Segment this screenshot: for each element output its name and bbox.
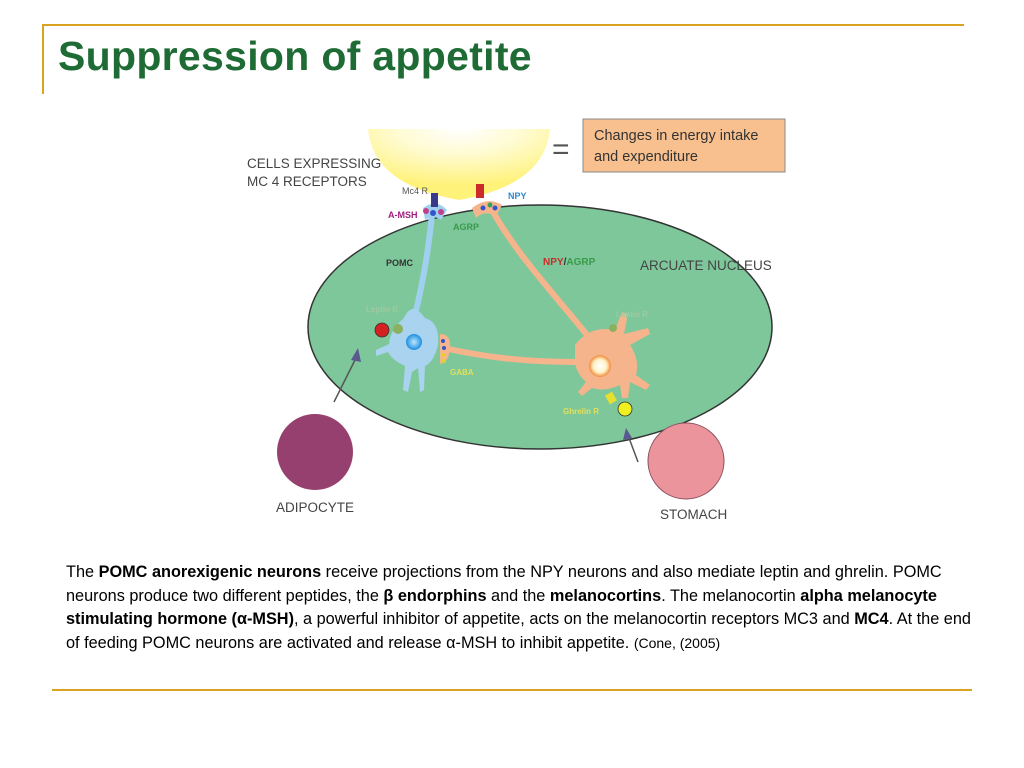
energy-box-text: Changes in energy intake and expenditure <box>594 128 762 165</box>
gaba-dot <box>441 339 445 343</box>
energy-box <box>582 118 786 173</box>
leptin-receptor-left <box>393 324 403 334</box>
npy-top-label: NPY <box>508 191 527 201</box>
stomach-arrow <box>628 437 639 463</box>
top-rule <box>42 24 964 26</box>
npy-nucleus <box>589 355 611 377</box>
ghrelin-signal <box>617 401 633 417</box>
agrp-top-label: AGRP <box>453 222 479 232</box>
npy-dot <box>480 205 486 211</box>
cells-expressing-label: CELLS EXPRESSING MC 4 RECEPTORS <box>247 156 385 189</box>
mc4-receptor <box>431 193 438 207</box>
arcuate-nucleus-label: ARCUATE NUCLEUS <box>640 258 772 273</box>
stomach-cell <box>647 422 725 500</box>
appetite-diagram: = Changes in energy intake and expenditu… <box>247 118 786 522</box>
npy-dot <box>492 205 498 211</box>
mc4r-label: Mc4 R <box>402 186 429 196</box>
msh-label: A-MSH <box>388 210 418 220</box>
gaba-label: GABA <box>450 368 474 377</box>
equals-sign: = <box>552 133 570 166</box>
leptin-signal-left <box>374 322 390 338</box>
mc4-receptor-cells <box>368 129 550 200</box>
adipocyte-label: ADIPOCYTE <box>276 500 354 515</box>
npy-agrp-label: NPY/AGRP <box>543 257 596 268</box>
slide-title: Suppression of appetite <box>58 33 532 79</box>
npy-axon-up <box>489 207 598 348</box>
pomc-nucleus <box>406 334 422 350</box>
adipocyte-arrowhead <box>351 348 361 362</box>
caption-paragraph: The POMC anorexigenic neurons receive pr… <box>66 563 971 652</box>
npy-receptor <box>476 184 484 198</box>
gaba-dot <box>441 353 445 357</box>
npy-terminal <box>472 201 502 218</box>
leptin-left-label: Leptin R <box>366 305 398 314</box>
leptin-receptor-right <box>609 324 617 332</box>
adipocyte-arrow <box>333 357 357 403</box>
stomach-arrowhead <box>623 428 632 440</box>
msh-dot <box>430 210 436 216</box>
pomc-neuron <box>376 309 439 392</box>
npy-axon-to-pomc <box>441 345 578 365</box>
pomc-label: POMC <box>386 258 414 268</box>
ghrelin-label: Ghrelin R <box>563 407 599 416</box>
leptin-right-label: Leptin R <box>616 310 648 319</box>
msh-dot <box>438 209 444 215</box>
npy-dot <box>487 202 493 208</box>
stomach-label: STOMACH <box>660 507 727 522</box>
npy-neuron <box>575 312 650 398</box>
left-rule <box>42 24 44 94</box>
ghrelin-receptor <box>605 391 617 405</box>
adipocyte-cell <box>277 414 353 490</box>
citation: (Cone, (2005) <box>633 634 721 651</box>
msh-dot <box>423 208 429 214</box>
bottom-rule <box>52 689 972 691</box>
gaba-dot <box>442 359 446 363</box>
gaba-dot <box>442 346 446 350</box>
